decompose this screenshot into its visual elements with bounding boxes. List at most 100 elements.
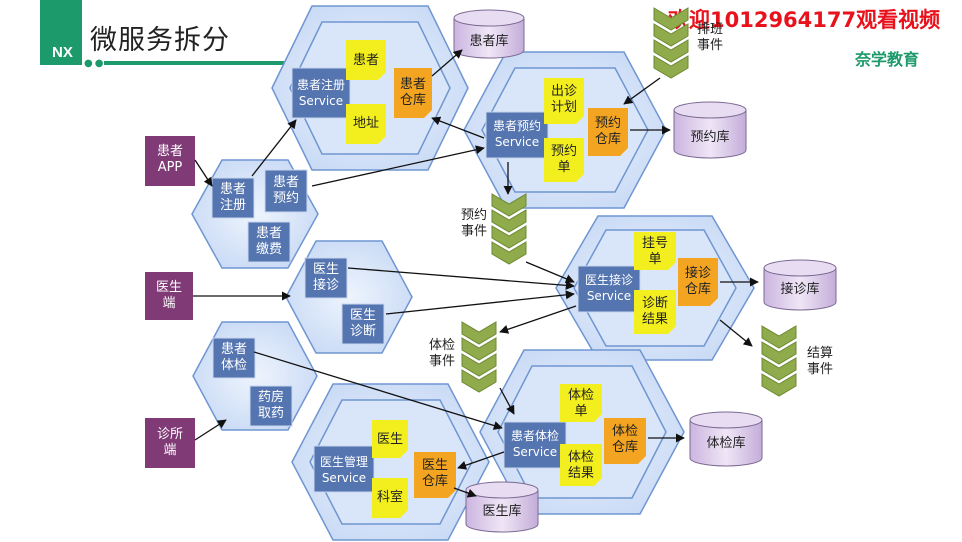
box-doctor-reception <box>304 257 348 299</box>
chevron-shape <box>761 325 797 349</box>
repo-patient-label: 患者 仓库 <box>399 77 426 108</box>
arrow-exam-to-doctor-repo <box>457 451 505 470</box>
db-doctor-label: 医生库 <box>482 504 522 519</box>
arrow-app-to-register <box>194 159 213 187</box>
doc-diagnosis <box>634 290 676 334</box>
chevron-shape <box>491 209 527 233</box>
service-booking-label: 患者预约 Service <box>492 119 541 149</box>
doc-exam-slip-label: 体检 单 <box>567 388 594 419</box>
client-patient-app-label: 患者 APP <box>156 144 183 175</box>
service-reception <box>577 265 641 313</box>
chevron-shape <box>461 321 497 345</box>
client-doctor-label: 医生 端 <box>155 280 182 311</box>
doc-schedule-plan <box>544 78 584 124</box>
brand-name: 奈学教育 <box>855 50 920 69</box>
doc-doctor-label: 医生 <box>376 432 403 447</box>
arrow-register-to-service <box>251 119 297 177</box>
doc-exam-result-label: 体检 结果 <box>567 450 594 481</box>
chevron-shape <box>761 373 797 397</box>
chevron-shape <box>461 369 497 393</box>
db-reception-label: 接诊库 <box>780 282 820 297</box>
repo-booking <box>588 108 628 156</box>
arrow-reception-to-exam-event <box>499 305 577 334</box>
client-patient-app <box>145 136 195 186</box>
pharmacy-label: 药房 取药 <box>257 390 284 421</box>
arrow-exam-event-to-exam <box>499 387 515 415</box>
repo-doctor-label: 医生 仓库 <box>421 458 448 489</box>
doc-address <box>346 104 386 144</box>
doc-patient-label: 患者 <box>352 53 379 68</box>
db-patient-label: 患者库 <box>469 34 509 49</box>
repo-patient <box>394 68 432 118</box>
service-reception-label: 医生接诊 Service <box>584 273 633 303</box>
doctor-reception-label: 医生 接诊 <box>312 262 339 293</box>
service-doctor-mgmt <box>313 445 375 493</box>
doc-doctor <box>372 420 408 458</box>
arrow-booking-event-to-reception <box>525 261 575 284</box>
chevron-shape <box>653 23 689 47</box>
service-doctor-mgmt-label: 医生管理 Service <box>319 455 368 485</box>
chevron-shape <box>761 357 797 381</box>
patient-payment-label: 患者 缴费 <box>255 226 282 257</box>
box-pharmacy <box>249 385 293 427</box>
watermark: 欢迎1012964177观看视频 <box>668 8 941 32</box>
repo-reception <box>678 258 718 306</box>
doc-department-label: 科室 <box>376 490 403 505</box>
doc-department <box>372 478 408 518</box>
service-exam <box>503 421 567 469</box>
doc-diagnosis-label: 诊断 结果 <box>641 296 668 327</box>
event-exam-chevrons <box>461 321 497 393</box>
repo-booking-label: 预约 仓库 <box>594 116 621 147</box>
doc-schedule-plan-label: 出诊 计划 <box>550 84 577 115</box>
arrow-repo-to-db-patient <box>431 49 463 77</box>
db-booking <box>673 101 747 159</box>
box-patient-payment <box>247 221 291 263</box>
event-schedule-chevrons <box>653 7 689 79</box>
doctor-diagnosis-label: 医生 诊断 <box>349 308 376 339</box>
repo-exam <box>604 418 646 464</box>
db-exam-label: 体检库 <box>706 436 746 451</box>
patient-register-label: 患者 注册 <box>219 182 246 213</box>
client-clinic-label: 诊所 端 <box>156 427 183 458</box>
chevron-shape <box>461 337 497 361</box>
page-title: 微服务拆分 <box>90 25 230 56</box>
logo-dots: ●● <box>84 58 106 69</box>
doc-register-slip-label: 挂号 单 <box>641 236 668 267</box>
chevron-shape <box>491 241 527 265</box>
arrow-diagnosis-to-service <box>385 290 575 315</box>
db-booking-label: 预约库 <box>690 130 730 145</box>
client-clinic <box>145 418 195 468</box>
arrow-doctor-repo-to-db <box>453 487 477 498</box>
box-patient-booking <box>264 169 308 213</box>
doc-exam-slip <box>560 384 602 422</box>
logo <box>40 0 82 65</box>
chevron-shape <box>491 225 527 249</box>
patient-exam-label: 患者 体检 <box>220 342 247 373</box>
doc-booking-slip <box>544 138 584 182</box>
chevron-shape <box>653 55 689 79</box>
doc-address-label: 地址 <box>352 116 379 131</box>
repo-exam-label: 体检 仓库 <box>611 424 638 455</box>
chevron-shape <box>653 39 689 63</box>
db-exam <box>689 411 763 467</box>
client-doctor <box>145 272 193 320</box>
repo-reception-label: 接诊 仓库 <box>684 266 711 297</box>
patient-booking-label: 患者 预约 <box>272 175 299 206</box>
service-exam-label: 患者体检 Service <box>510 429 559 459</box>
db-patient <box>453 9 525 59</box>
doc-booking-slip-label: 预约 单 <box>550 144 577 175</box>
title-underline <box>104 61 284 65</box>
arrow-exam-to-service <box>253 351 503 430</box>
arrow-reception-to-service <box>347 267 575 290</box>
event-settle-label: 结算 事件 <box>806 346 833 377</box>
arrows <box>193 49 759 498</box>
event-schedule-label: 排班 事件 <box>696 22 723 53</box>
arrow-clinic-to-exam <box>194 419 227 441</box>
chevron-shape <box>653 7 689 31</box>
logo-text: NX <box>52 44 73 61</box>
db-reception <box>763 259 837 311</box>
hex-register-inner <box>289 21 451 155</box>
arrow-booking-to-patient-repo <box>431 116 485 139</box>
